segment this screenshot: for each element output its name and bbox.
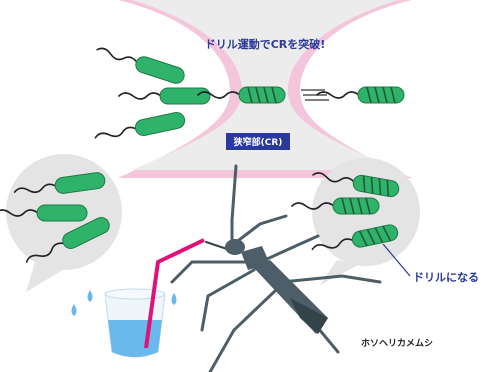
insect-label: ホソヘリカメムシ <box>361 338 433 349</box>
three-line-arrow-icon <box>301 89 329 101</box>
rod-bacterium <box>93 41 188 87</box>
bug <box>170 164 382 372</box>
drill-leader-line <box>382 243 411 277</box>
water-glass <box>104 238 205 358</box>
water-droplets <box>71 290 177 316</box>
drill-label: ドリルになる <box>413 271 479 284</box>
rod-bacterium <box>118 87 211 105</box>
cr-badge <box>226 133 290 150</box>
right-bubble <box>291 158 420 285</box>
spiral-bacterium <box>316 86 405 104</box>
straw <box>144 238 205 349</box>
left-bubble <box>0 154 122 292</box>
cr-label: 狭窄部(CR) <box>233 136 283 148</box>
spiral-bacterium <box>197 86 286 104</box>
spiral-bacterium <box>291 197 380 215</box>
title: ドリル運動でCRを突破! <box>205 37 326 51</box>
rod-bacterium <box>92 110 187 147</box>
